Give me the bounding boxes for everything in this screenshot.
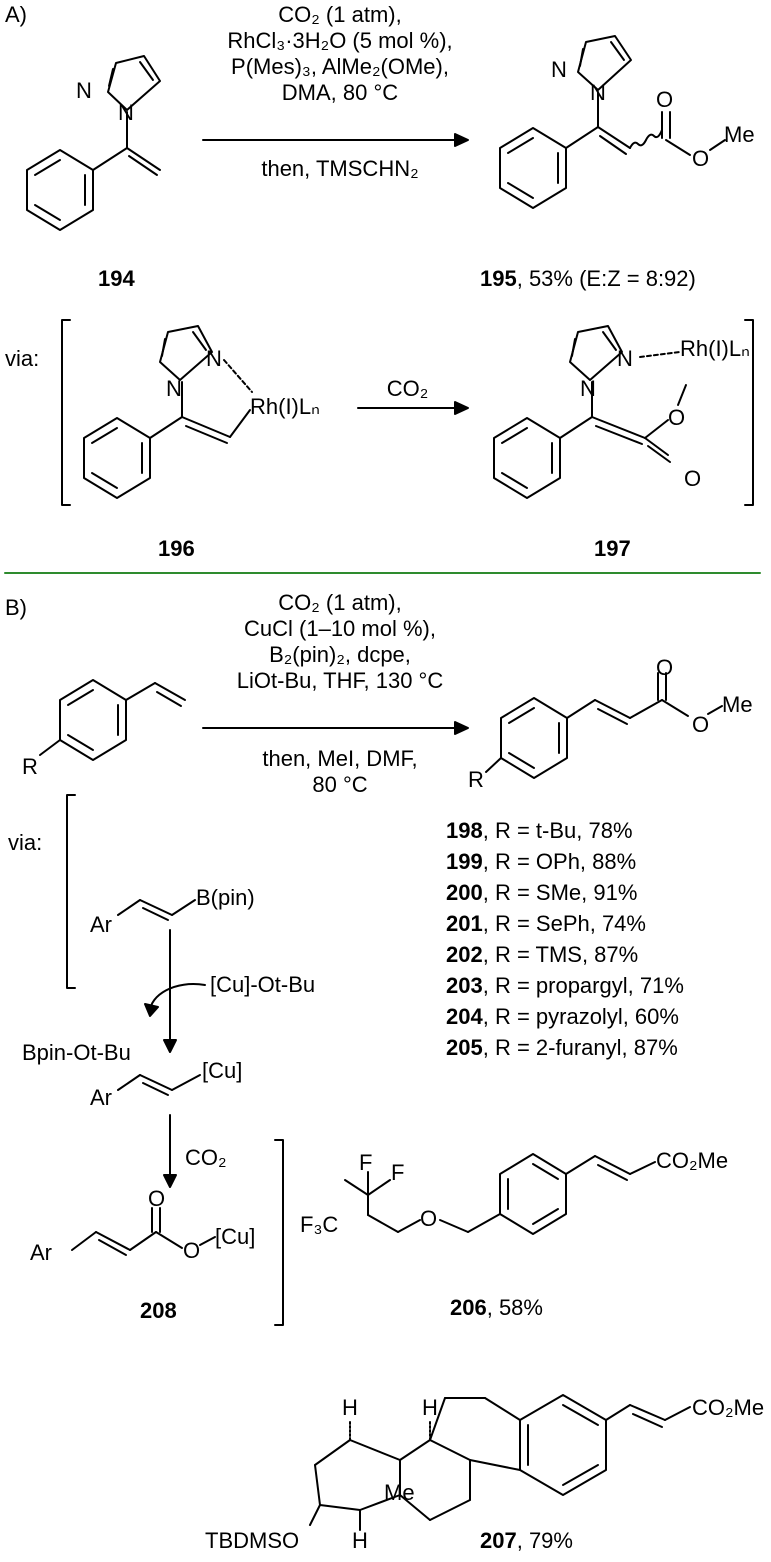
atom-n: N: [580, 376, 596, 401]
ester-label-207: CO₂Me: [692, 1395, 765, 1420]
yield-207: , 79%: [516, 1528, 573, 1553]
ar-label: Ar: [90, 1085, 112, 1110]
compound-label-207: 207: [480, 1528, 517, 1553]
condition-line: CuCl (1–10 mol %),: [244, 616, 436, 641]
atom-n: N: [206, 346, 222, 371]
compound-195-structure: [499, 35, 726, 209]
via-label-a: via:: [5, 346, 40, 371]
via-label-b: via:: [8, 830, 43, 855]
atom-me: Me: [722, 692, 753, 717]
bpin-otbu-label: Bpin-Ot-Bu: [22, 1040, 131, 1065]
atom-n: N: [118, 100, 134, 125]
atom-h: H: [352, 1528, 368, 1553]
boron-label: B(pin): [196, 885, 255, 910]
cinnamate-product-structure: [485, 672, 723, 779]
product-list: 198, R = t-Bu, 78% 199, R = OPh, 88% 200…: [446, 815, 684, 1063]
ar-label: Ar: [30, 1240, 52, 1265]
rh-label-197: Rh(I)Lₙ: [680, 336, 750, 361]
list-item: 202, R = TMS, 87%: [446, 942, 639, 967]
panel-a-label: A): [5, 2, 27, 27]
styrene-structure: [39, 679, 186, 761]
compound-label-208: 208: [140, 1298, 177, 1323]
atom-o: O: [692, 146, 710, 171]
panel-b-conditions: CO₂ (1 atm), CuCl (1–10 mol %), B₂(pin)₂…: [190, 590, 490, 694]
tbdmso-label: TBDMSO: [205, 1528, 300, 1553]
condition-line: DMA, 80 °C: [281, 80, 399, 105]
copper-carboxylate-structure: [71, 1207, 216, 1256]
cu-otbu-label: [Cu]-Ot-Bu: [210, 972, 316, 997]
compound-197-structure: [493, 325, 687, 499]
list-item: 201, R = SePh, 74%: [446, 911, 646, 936]
compound-label-195: 195: [480, 266, 517, 291]
panel-a-then: then, TMSCHN₂: [261, 156, 419, 181]
co2-label-b: CO₂: [185, 1145, 227, 1170]
compound-label-194: 194: [98, 266, 135, 291]
atom-n: N: [590, 80, 606, 105]
vinyl-boronate-structure: [117, 899, 196, 921]
condition-line: then, MeI, DMF,: [262, 746, 418, 771]
via-bracket-a: [61, 319, 754, 506]
atom-n: N: [551, 57, 567, 82]
atom-f: F: [359, 1150, 373, 1175]
atom-n: N: [166, 376, 182, 401]
compound-label-196: 196: [158, 536, 195, 561]
condition-line: CO₂ (1 atm),: [278, 590, 402, 615]
atom-o: O: [656, 655, 674, 680]
atom-me: Me: [724, 122, 755, 147]
atom-n: N: [76, 78, 92, 103]
ar-label: Ar: [90, 912, 112, 937]
condition-line: LiOt-Bu, THF, 130 °C: [236, 668, 444, 693]
bracket-208: [274, 1139, 284, 1326]
atom-o: O: [684, 466, 702, 491]
r-group: R: [22, 754, 38, 779]
cu-label: [Cu]: [202, 1058, 243, 1083]
panel-b-label: B): [5, 595, 27, 620]
panel-a-conditions: CO₂ (1 atm), RhCl₃·3H₂O (5 mol %), P(Mes…: [190, 2, 490, 106]
r-group: R: [468, 767, 484, 792]
condition-line: P(Mes)₃, AlMe₂(OMe),: [231, 54, 449, 79]
atom-o: O: [148, 1186, 166, 1211]
via-bracket-b: [66, 794, 76, 989]
product-195-caption: 195, 53% (E:Z = 8:92): [480, 266, 696, 292]
atom-h: H: [342, 1395, 358, 1420]
yield-206: , 58%: [486, 1295, 543, 1320]
list-item: 199, R = OPh, 88%: [446, 849, 637, 874]
cu-label: [Cu]: [215, 1224, 256, 1249]
atom-o: O: [692, 712, 710, 737]
compound-label-197: 197: [594, 536, 631, 561]
condition-line: RhCl₃·3H₂O (5 mol %),: [227, 28, 453, 53]
compound-label-206: 206: [450, 1295, 487, 1320]
panel-b-then: then, MeI, DMF, 80 °C: [190, 746, 490, 798]
compound-196-structure: [83, 325, 253, 499]
atom-o: O: [668, 405, 686, 430]
atom-n: N: [617, 346, 633, 371]
methyl-label: Me: [384, 1480, 415, 1505]
cf3-label: F₃C: [300, 1212, 339, 1237]
compound-206-structure: [344, 1153, 656, 1235]
atom-o: O: [656, 87, 674, 112]
atom-h: H: [422, 1395, 438, 1420]
condition-line: B₂(pin)₂, dcpe,: [269, 642, 411, 667]
yield-195: , 53% (E:Z = 8:92): [516, 266, 696, 291]
vinyl-copper-structure: [117, 1074, 201, 1096]
co2-label-a: CO₂: [386, 376, 429, 401]
atom-o: O: [420, 1206, 438, 1231]
list-item: 205, R = 2-furanyl, 87%: [446, 1035, 678, 1060]
list-item: 198, R = t-Bu, 78%: [446, 818, 633, 843]
ester-label-206: CO₂Me: [656, 1148, 729, 1173]
compound-194-structure: [26, 55, 161, 231]
condition-line: 80 °C: [312, 772, 368, 797]
condition-line: CO₂ (1 atm),: [278, 2, 402, 27]
list-item: 204, R = pyrazolyl, 60%: [446, 1004, 679, 1029]
atom-o: O: [183, 1238, 201, 1263]
list-item: 200, R = SMe, 91%: [446, 880, 638, 905]
list-item: 203, R = propargyl, 71%: [446, 973, 684, 998]
compound-207-structure: [309, 1394, 691, 1531]
atom-f: F: [391, 1160, 405, 1185]
product-207-caption: 207, 79%: [480, 1528, 573, 1554]
rh-label-196: Rh(I)Lₙ: [250, 394, 320, 419]
product-206-caption: 206, 58%: [450, 1295, 543, 1321]
